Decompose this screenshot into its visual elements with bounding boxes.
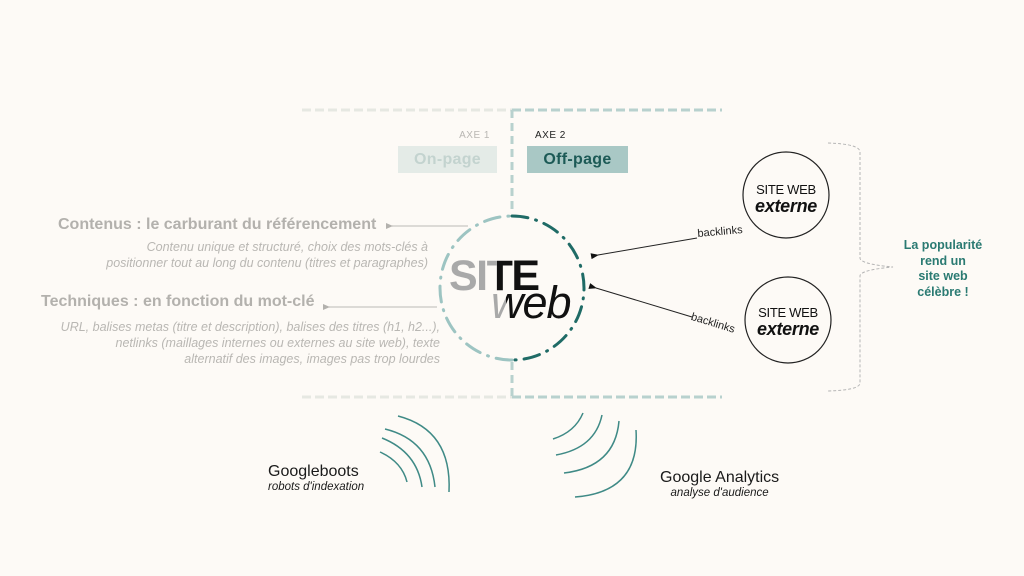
- google-analytics-block: Google Analytics analyse d'audience: [660, 469, 779, 499]
- techniques-description: URL, balises metas (titre et description…: [61, 319, 440, 367]
- popularity-line: La popularité: [903, 238, 983, 252]
- axe-2-label: AXE 2: [535, 130, 566, 141]
- googleboots-title: Googleboots: [268, 463, 359, 480]
- center-circle-right-half: [510, 214, 586, 362]
- popularity-note: La popularité rend un site web célèbre !: [888, 238, 998, 300]
- center-circle-left-half: [438, 214, 514, 362]
- external-site-title: SITE WEB: [756, 182, 816, 197]
- description-line: positionner tout au long du contenu (tit…: [106, 256, 428, 270]
- tab-off-page[interactable]: Off-page: [527, 146, 628, 173]
- popularity-line: célèbre !: [917, 284, 969, 299]
- external-site-circle-2: [744, 276, 832, 364]
- external-site-2: SITE WEB externe: [745, 305, 831, 339]
- description-line: netlinks (maillages internes ou externes…: [115, 336, 440, 350]
- google-analytics-title: Google Analytics: [660, 469, 780, 486]
- description-line: URL, balises metas (titre et description…: [60, 320, 440, 334]
- tab-on-page[interactable]: On-page: [398, 146, 497, 173]
- googleboots-subtitle: robots d'indexation: [268, 481, 365, 493]
- backlink-arrow-2: [588, 283, 693, 318]
- contenus-heading: Contenus : le carburant du référencement: [58, 216, 377, 233]
- analytics-signal-icon: [552, 412, 637, 498]
- site-web-logo-web: web: [491, 277, 572, 328]
- popularity-bracket: [827, 142, 894, 392]
- contenus-description: Contenu unique et structuré, choix des m…: [106, 239, 428, 271]
- description-line: alternatif des images, images pas trop l…: [184, 352, 440, 366]
- techniques-heading: Techniques : en fonction du mot-clé: [41, 293, 315, 310]
- google-analytics-subtitle: analyse d'audience: [670, 487, 769, 499]
- backlink-arrow-1: [590, 237, 698, 260]
- site-web-logo-site: SITE: [449, 252, 540, 300]
- googleboots-block: Googleboots robots d'indexation: [268, 463, 364, 493]
- external-site-title: SITE WEB: [758, 305, 818, 320]
- external-site-subtitle: externe: [757, 319, 819, 339]
- external-site-1: SITE WEB externe: [743, 182, 829, 216]
- popularity-line: rend un: [920, 253, 966, 268]
- external-site-subtitle: externe: [755, 196, 817, 216]
- googleboots-signal-icon: [379, 415, 450, 493]
- external-site-circle-1: [742, 151, 830, 239]
- popularity-line: site web: [918, 269, 968, 283]
- axe-1-label: AXE 1: [459, 130, 490, 141]
- description-line: Contenu unique et structuré, choix des m…: [146, 240, 428, 254]
